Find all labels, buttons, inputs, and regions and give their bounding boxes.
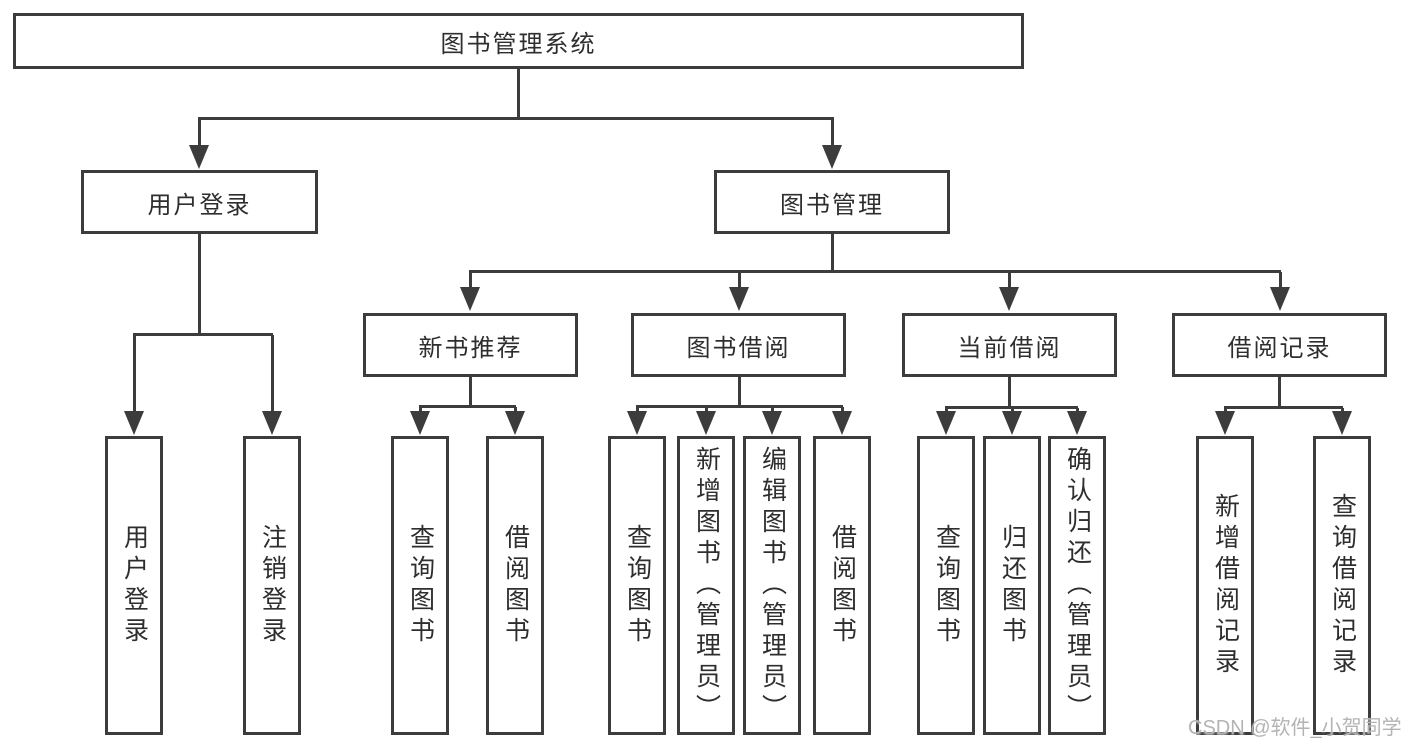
arrow-down-icon xyxy=(460,287,480,311)
node-label: 编辑图书（管理员） xyxy=(758,446,787,725)
node-label: 图书管理系统 xyxy=(440,30,597,58)
node-label: 确认归还（管理员） xyxy=(1063,446,1092,725)
node-label: 归还图书 xyxy=(998,523,1027,648)
arrow-down-icon xyxy=(1067,411,1087,435)
arrow-down-icon xyxy=(999,287,1019,311)
node-user-login: 用户登录 xyxy=(81,170,318,234)
node-label: 新增借阅记录 xyxy=(1211,492,1240,679)
node-label: 图书借阅 xyxy=(686,334,791,362)
connector-vline xyxy=(1279,272,1282,288)
leaf-current-return-books: 归还图书 xyxy=(983,436,1041,735)
node-label: 图书管理 xyxy=(780,191,884,219)
arrow-down-icon xyxy=(696,411,716,435)
connector-vline xyxy=(831,119,834,147)
arrow-down-icon xyxy=(729,287,749,311)
connector-vline xyxy=(738,272,741,288)
connector-vline xyxy=(738,377,741,407)
node-borrow-records: 借阅记录 xyxy=(1172,313,1387,377)
node-label: 用户登录 xyxy=(120,523,149,648)
arrow-down-icon xyxy=(124,411,144,435)
arrow-down-icon xyxy=(1002,411,1022,435)
leaf-borrowing-query-books: 查询图书 xyxy=(608,436,666,735)
node-label: 借阅记录 xyxy=(1227,334,1332,362)
connector-vline xyxy=(831,234,834,272)
connector-vline xyxy=(517,69,520,119)
leaf-user-login: 用户登录 xyxy=(105,436,163,735)
arrow-down-icon xyxy=(822,145,842,169)
arrow-down-icon xyxy=(410,411,430,435)
connector-hline xyxy=(469,270,1281,273)
leaf-borrowing-edit-books-admin: 编辑图书（管理员） xyxy=(743,436,801,735)
leaf-borrowing-borrow-books: 借阅图书 xyxy=(813,436,871,735)
csdn-watermark: CSDN @软件_小贺同学 xyxy=(1188,717,1402,739)
connector-vline xyxy=(271,335,274,411)
arrow-down-icon xyxy=(832,411,852,435)
connector-vline xyxy=(469,377,472,407)
node-new-book-recommend: 新书推荐 xyxy=(363,313,578,377)
connector-vline xyxy=(1008,272,1011,288)
node-root: 图书管理系统 xyxy=(13,13,1024,69)
node-book-borrowing: 图书借阅 xyxy=(631,313,846,377)
node-label: 查询图书 xyxy=(623,523,652,648)
node-label: 查询图书 xyxy=(932,523,961,648)
arrow-down-icon xyxy=(189,145,209,169)
connector-hline xyxy=(636,405,843,408)
arrow-down-icon xyxy=(505,411,525,435)
node-book-management: 图书管理 xyxy=(714,170,950,234)
node-label: 用户登录 xyxy=(147,191,252,219)
connector-vline xyxy=(133,335,136,411)
connector-vline xyxy=(198,119,201,147)
connector-hline xyxy=(945,406,1078,409)
connector-vline xyxy=(1278,377,1281,408)
leaf-recommend-query-books: 查询图书 xyxy=(391,436,449,735)
arrow-down-icon xyxy=(1215,411,1235,435)
connector-vline xyxy=(198,234,201,335)
leaf-borrowing-add-books-admin: 新增图书（管理员） xyxy=(677,436,735,735)
node-label: 查询图书 xyxy=(406,523,435,648)
arrow-down-icon xyxy=(1270,287,1290,311)
arrow-down-icon xyxy=(627,411,647,435)
arrow-down-icon xyxy=(1332,411,1352,435)
node-label: 借阅图书 xyxy=(828,523,857,648)
node-label: 新书推荐 xyxy=(418,334,523,362)
connector-hline xyxy=(419,405,516,408)
leaf-records-add-record: 新增借阅记录 xyxy=(1196,436,1254,735)
connector-hline xyxy=(1224,406,1343,409)
connector-vline xyxy=(1008,377,1011,408)
leaf-current-confirm-return-admin: 确认归还（管理员） xyxy=(1048,436,1106,735)
leaf-logout: 注销登录 xyxy=(243,436,301,735)
leaf-current-query-books: 查询图书 xyxy=(917,436,975,735)
node-label: 借阅图书 xyxy=(501,523,530,648)
leaf-records-query-record: 查询借阅记录 xyxy=(1313,436,1371,735)
node-label: 注销登录 xyxy=(258,523,287,648)
arrow-down-icon xyxy=(936,411,956,435)
connector-hline xyxy=(198,117,834,120)
leaf-recommend-borrow-books: 借阅图书 xyxy=(486,436,544,735)
connector-hline xyxy=(133,333,273,336)
node-label: 查询借阅记录 xyxy=(1328,492,1357,679)
connector-vline xyxy=(469,272,472,288)
arrow-down-icon xyxy=(762,411,782,435)
node-label: 当前借阅 xyxy=(957,334,1062,362)
node-current-borrowing: 当前借阅 xyxy=(902,313,1117,377)
arrow-down-icon xyxy=(262,411,282,435)
node-label: 新增图书（管理员） xyxy=(692,446,721,725)
